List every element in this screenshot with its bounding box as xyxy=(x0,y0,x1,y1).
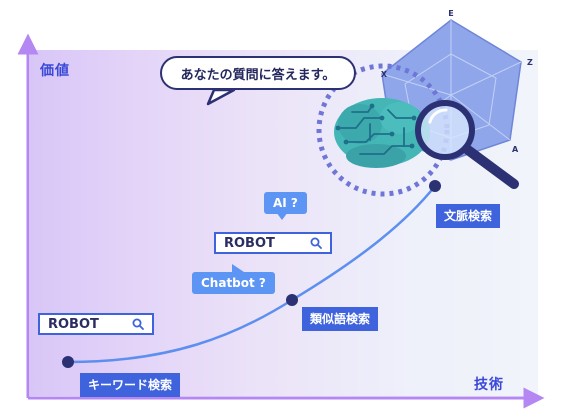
stage-point-context xyxy=(429,180,441,192)
bubble-tail-chatbot xyxy=(232,264,244,272)
brain-circuit-icon xyxy=(334,98,430,168)
radar-axis-x: X xyxy=(381,70,388,79)
suggestion-bubble-ai: AI ? xyxy=(264,192,307,214)
y-axis-label: 価値 xyxy=(40,63,70,79)
bubble-tail-ai xyxy=(276,212,288,220)
speech-bubble: あなたの質問に答えます。 xyxy=(160,56,356,90)
synonym-search-box[interactable]: ROBOT xyxy=(214,232,332,254)
magnifier-icon xyxy=(132,318,144,330)
keyword-search-box[interactable]: ROBOT xyxy=(38,313,154,335)
keyword-search-label: キーワード検索 xyxy=(80,373,181,397)
suggestion-chatbot-text: Chatbot ? xyxy=(201,276,266,290)
x-axis-label: 技術 xyxy=(474,377,504,393)
suggestion-ai-text: AI ? xyxy=(273,196,298,210)
suggestion-bubble-chatbot: Chatbot ? xyxy=(192,272,275,294)
synonym-search-label: 類似語検索 xyxy=(302,307,379,331)
stage-point-keyword xyxy=(62,356,74,368)
radar-axis-a: A xyxy=(512,145,519,154)
speech-text: あなたの質問に答えます。 xyxy=(180,67,336,83)
context-search-label: 文脈検索 xyxy=(436,204,501,228)
radar-axis-z: Z xyxy=(527,58,533,67)
speech-tail xyxy=(206,88,236,106)
keyword-search-text: ROBOT xyxy=(48,316,99,332)
radar-axis-e: E xyxy=(448,9,453,18)
synonym-search-text: ROBOT xyxy=(224,235,275,251)
magnifier-icon xyxy=(310,237,322,249)
magnifying-glass-icon xyxy=(415,100,519,189)
stage-point-synonym xyxy=(286,294,298,306)
